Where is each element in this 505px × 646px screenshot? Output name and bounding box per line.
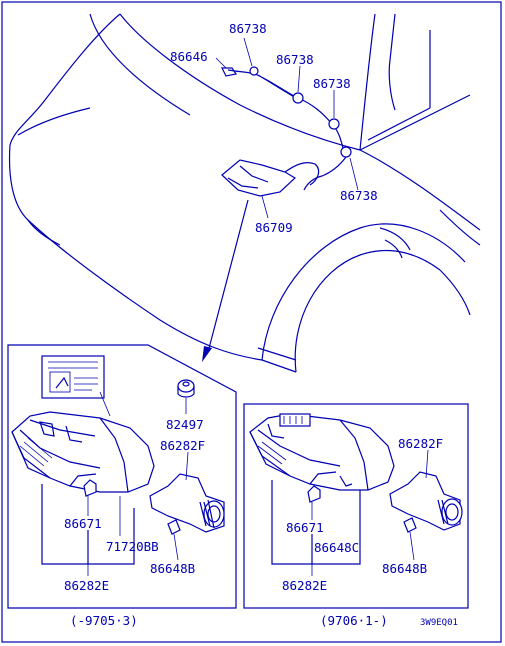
label-86282F-right: 86282F — [398, 436, 443, 451]
bracket-86282F-left — [149, 451, 225, 533]
clip-86648B-left — [167, 519, 181, 535]
callout-arrow — [202, 199, 249, 362]
label-86738-b: 86738 — [276, 52, 314, 67]
label-86282F-left: 86282F — [160, 438, 205, 453]
label-86709: 86709 — [255, 220, 293, 235]
wiring-harness — [221, 66, 352, 191]
label-86738-d: 86738 — [340, 188, 378, 203]
label-82497: 82497 — [166, 417, 204, 432]
label-86648B-right: 86648B — [382, 561, 427, 576]
bulb-86671-left — [83, 479, 97, 497]
bracket-86282F-right — [389, 449, 463, 531]
label-86282E-right: 86282E — [282, 578, 327, 593]
fog-lamp-body-left — [11, 411, 155, 493]
bulb-86671-right — [307, 485, 321, 503]
label-86648C: 86648C — [314, 540, 359, 555]
label-date-range-right: (9706·1-) — [320, 613, 388, 628]
label-86738-c: 86738 — [313, 76, 351, 91]
label-71720BB: 71720BB — [106, 539, 159, 554]
label-86738-a: 86738 — [229, 21, 267, 36]
left-detail-box — [7, 344, 237, 609]
label-86671-left: 86671 — [64, 516, 102, 531]
label-86646: 86646 — [170, 49, 208, 64]
grommet-82497 — [177, 379, 195, 414]
fog-lamp-on-body — [221, 159, 320, 197]
label-86671-right: 86671 — [286, 520, 324, 535]
diagram-code: 3W9EQ01 — [420, 618, 458, 628]
fog-lamp-body-right — [249, 413, 395, 491]
label-86282E-left: 86282E — [64, 578, 109, 593]
clip-86648B-right — [403, 517, 417, 533]
label-86648B-left: 86648B — [150, 561, 195, 576]
caution-label-sticker — [41, 355, 105, 399]
label-date-range-left: (-9705·3) — [70, 613, 138, 628]
car-body-outline — [8, 13, 481, 373]
top-leaders — [215, 37, 359, 219]
right-detail-box — [243, 403, 469, 609]
